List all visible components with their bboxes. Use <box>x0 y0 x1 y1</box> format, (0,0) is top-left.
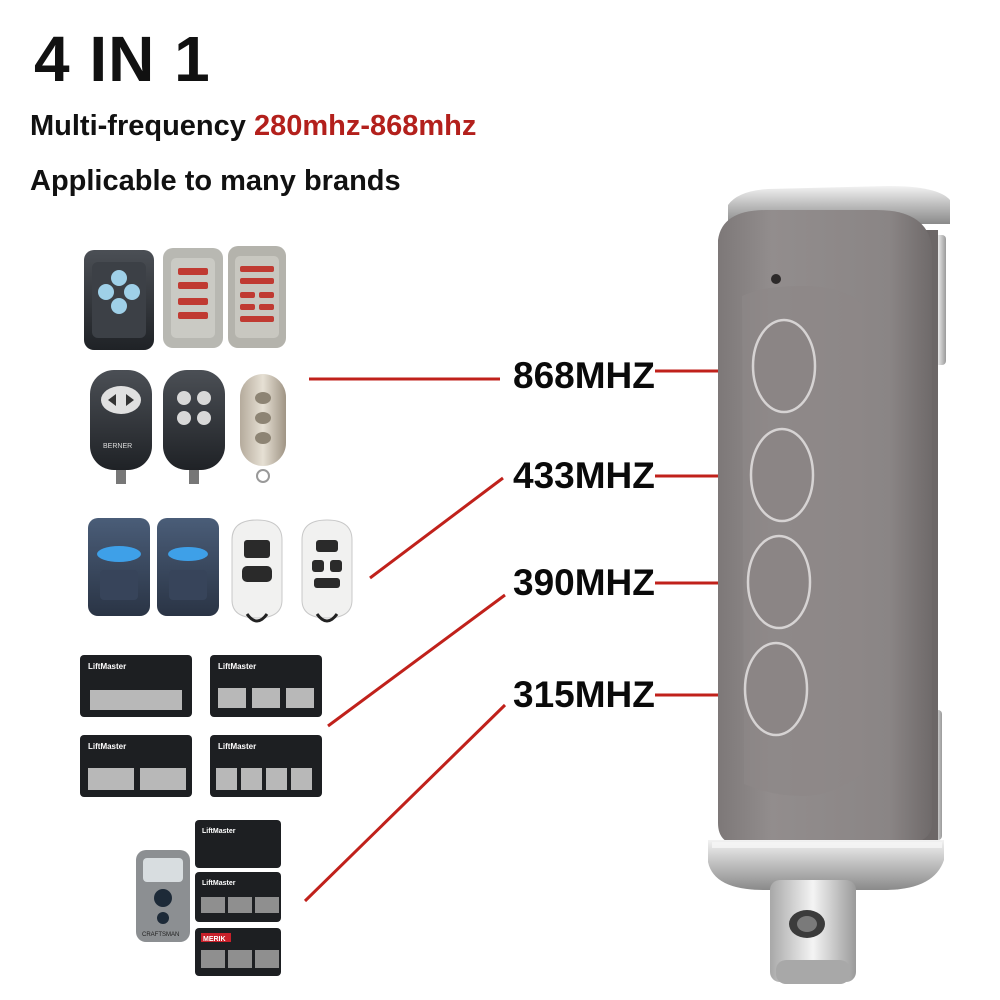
remote-berner-1: BERNER <box>90 370 152 484</box>
remote-craftsman: CRAFTSMAN <box>136 850 190 942</box>
connector-390 <box>327 593 506 728</box>
svg-text:LiftMaster: LiftMaster <box>88 662 126 671</box>
button-4-315mhz <box>743 641 809 737</box>
applicable-line: Applicable to many brands <box>30 165 401 197</box>
connector-433 <box>369 476 504 580</box>
remote-white-4 <box>301 519 353 623</box>
remote-grey-red-8 <box>228 246 286 348</box>
remote-liftmaster-stack-2: LiftMaster <box>195 872 281 922</box>
button-2-433mhz <box>749 427 815 523</box>
connector-315 <box>303 703 507 903</box>
button-1-868mhz <box>751 318 817 414</box>
remote-silver-3 <box>240 374 286 483</box>
remote-grey-red-4 <box>163 248 223 348</box>
remote-liftmaster-2: LiftMaster <box>80 735 192 797</box>
frequency-range: 280mhz-868mhz <box>253 110 477 142</box>
remote-blue-2b <box>157 518 219 616</box>
remote-blue-2a <box>88 518 150 616</box>
remote-hormann-blue <box>84 250 154 350</box>
remote-liftmaster-stack-1: LiftMaster <box>195 820 281 868</box>
berner-label: BERNER <box>103 443 132 450</box>
connector-lines <box>303 369 780 903</box>
remote-liftmaster-3a: LiftMaster <box>210 655 322 717</box>
svg-text:LiftMaster: LiftMaster <box>88 742 126 751</box>
button-3-390mhz <box>746 534 812 630</box>
freq-label-315: 315MHZ <box>513 674 655 715</box>
headline: 4 IN 1 <box>34 23 211 95</box>
remote-liftmaster-4: LiftMaster <box>210 735 322 797</box>
freq-label-868: 868MHZ <box>513 355 655 396</box>
svg-text:MERIK: MERIK <box>203 936 226 943</box>
svg-text:LiftMaster: LiftMaster <box>218 662 256 671</box>
svg-text:CRAFTSMAN: CRAFTSMAN <box>142 932 179 938</box>
svg-text:LiftMaster: LiftMaster <box>218 742 256 751</box>
frequency-prefix: Multi-frequency <box>30 110 246 142</box>
freq-label-433: 433MHZ <box>513 455 655 496</box>
remote-white-2 <box>231 519 283 623</box>
main-remote <box>708 186 950 984</box>
svg-text:LiftMaster: LiftMaster <box>202 828 236 835</box>
frequency-range-line: Multi-frequency 280mhz-868mhz <box>30 110 476 143</box>
svg-text:LiftMaster: LiftMaster <box>202 880 236 887</box>
remote-liftmaster-1: LiftMaster <box>80 655 192 717</box>
remote-merik: MERIK <box>195 928 281 976</box>
remote-berner-4 <box>163 370 225 484</box>
freq-label-390: 390MHZ <box>513 562 655 603</box>
